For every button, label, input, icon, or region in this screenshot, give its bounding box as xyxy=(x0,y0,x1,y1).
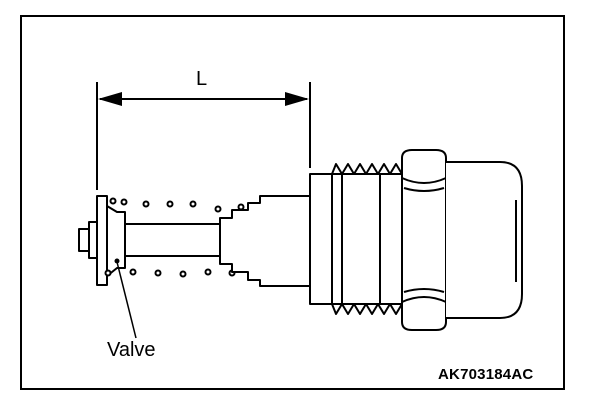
spring-coils-bottom xyxy=(104,268,236,278)
valve-guide xyxy=(219,195,311,287)
valve-leader-line xyxy=(116,261,137,339)
valve-stem xyxy=(124,223,221,257)
end-cap xyxy=(446,161,523,319)
valve-head xyxy=(78,195,126,286)
spring-coils-top xyxy=(109,197,245,213)
figure-code: AK703184AC xyxy=(438,366,534,383)
dimension-line-L xyxy=(96,82,311,190)
valve-label: Valve xyxy=(107,339,156,361)
threaded-section xyxy=(309,163,403,315)
hex-nut xyxy=(401,149,447,331)
dimension-label-L: L xyxy=(196,68,208,90)
